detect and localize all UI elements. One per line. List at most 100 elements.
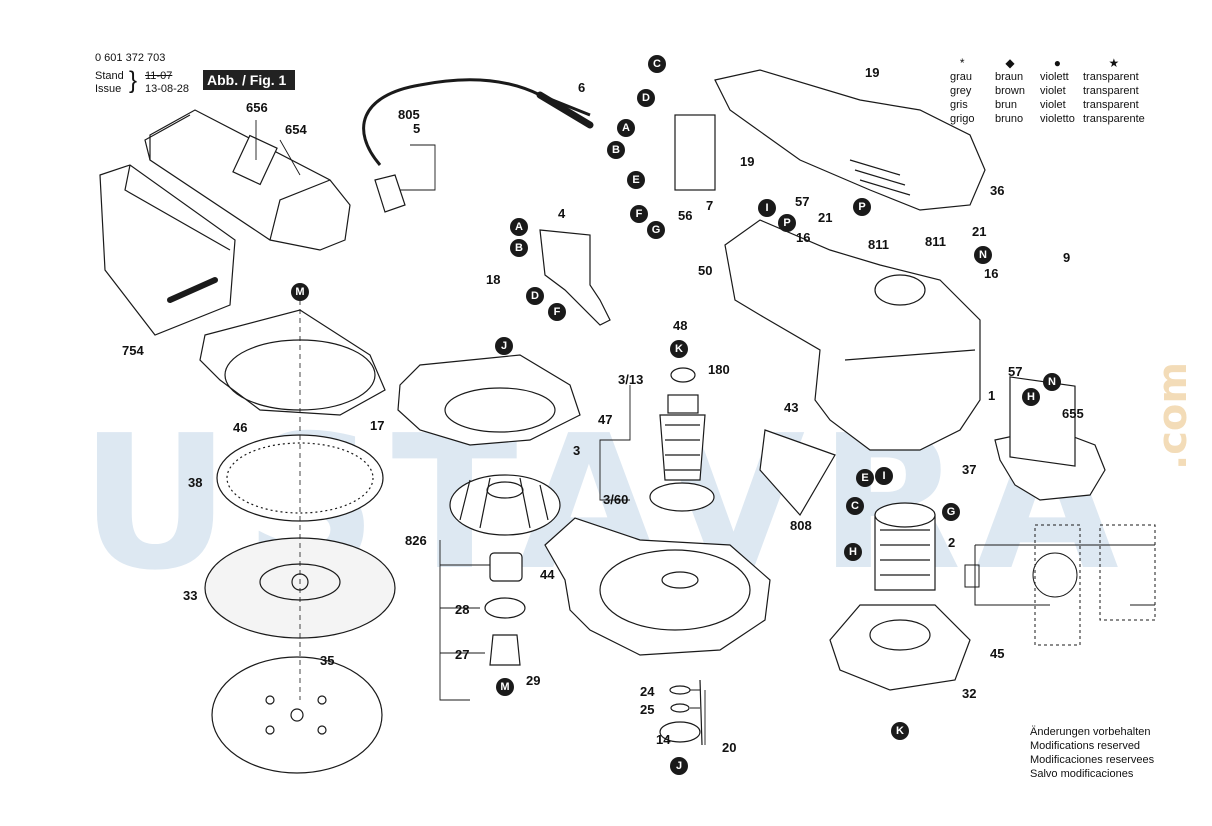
armature-3 (649, 367, 715, 512)
legend-brown: ◆ braun brown brun bruno (995, 56, 1025, 126)
part-label-16: 16 (984, 266, 999, 281)
connector-badge-j: J (495, 337, 513, 355)
legend-text: transparent (1083, 71, 1139, 83)
connector-badge-m: M (496, 678, 514, 696)
part-label-3-13: 3/13 (618, 372, 644, 387)
switch-4 (539, 229, 611, 326)
part-label-27: 27 (455, 647, 470, 662)
part-label-35: 35 (320, 653, 335, 668)
part-label-826: 826 (405, 533, 427, 548)
legend-symbol: * (959, 56, 965, 70)
dust-box-654 (144, 109, 351, 251)
part-label-47: 47 (598, 412, 613, 427)
connector-badge-c: C (846, 497, 864, 515)
legend-text: violetto (1040, 113, 1075, 125)
note-line: Salvo modificaciones (1030, 768, 1134, 780)
part-label-3-60: 3/60 (603, 492, 629, 507)
part-label-43: 43 (784, 400, 799, 415)
connector-badge-a: A (510, 218, 528, 236)
part-label-56: 56 (678, 208, 693, 223)
legend-text: transparent (1083, 99, 1139, 111)
dust-cover-46 (199, 309, 386, 416)
part-label-6: 6 (578, 80, 586, 95)
fan-826 (449, 474, 561, 536)
part-label-14: 14 (656, 732, 671, 747)
part-label-811: 811 (925, 234, 946, 249)
part-label-7: 7 (706, 198, 714, 213)
legend-symbol: ★ (1108, 56, 1120, 70)
part-label-28: 28 (455, 602, 470, 617)
legend-symbol: ◆ (1005, 56, 1015, 70)
legend-grey: * grau grey gris grigo (950, 56, 974, 126)
connector-badge-g: G (647, 221, 665, 239)
part-label-805: 805 (398, 107, 420, 122)
part-label-754: 754 (122, 343, 144, 358)
power-cable-805 (362, 78, 594, 213)
connector-badge-n: N (974, 246, 992, 264)
legend-text: brown (995, 85, 1025, 97)
legend-text: braun (995, 71, 1024, 83)
stand-value: 11-07 (145, 70, 173, 82)
part-label-57: 57 (1008, 364, 1023, 379)
part-label-48: 48 (673, 318, 688, 333)
base-plate-45 (829, 604, 971, 691)
fan-cover-44 (544, 517, 771, 656)
bearing-28-27 (484, 552, 526, 666)
top-cover-36 (714, 69, 986, 211)
connector-badge-m: M (291, 283, 309, 301)
sheet-9 (1009, 376, 1076, 467)
connector-badge-d: D (637, 89, 655, 107)
circuit-diagram (964, 524, 1156, 646)
motor-housing-1 (724, 219, 981, 451)
note-line: Modificaciones reservees (1030, 754, 1155, 766)
connector-badge-e: E (856, 469, 874, 487)
part-label-33: 33 (183, 588, 198, 603)
connector-badge-k: K (891, 722, 909, 740)
part-label-21: 21 (818, 210, 833, 225)
connector-badge-h: H (844, 543, 862, 561)
part-label-656: 656 (246, 100, 268, 115)
connector-badge-i: I (875, 467, 893, 485)
legend-text: brun (995, 99, 1018, 111)
carton-box-754 (99, 164, 236, 336)
part-label-16: 16 (796, 230, 811, 245)
legend-text: grey (950, 85, 972, 97)
connector-badge-k: K (670, 340, 688, 358)
connector-badge-f: F (630, 205, 648, 223)
legend-text: grau (950, 71, 973, 83)
part-label-180: 180 (708, 362, 730, 377)
part-label-4: 4 (558, 206, 566, 221)
part-label-29: 29 (526, 673, 541, 688)
legend-text: bruno (995, 113, 1024, 125)
legend-text: violett (1040, 71, 1069, 83)
legend-text: grigo (950, 113, 975, 125)
part-label-37: 37 (962, 462, 977, 477)
part-label-36: 36 (990, 183, 1005, 198)
connector-badge-b: B (510, 239, 528, 257)
legend-violet: ● violett violet violet violetto (1040, 56, 1075, 126)
part-label-18: 18 (486, 272, 501, 287)
connector-badge-i: I (758, 199, 776, 217)
connector-badge-e: E (627, 171, 645, 189)
part-label-32: 32 (962, 686, 977, 701)
stator-2 (874, 502, 936, 591)
connector-badge-h: H (1022, 388, 1040, 406)
part-label-44: 44 (540, 567, 555, 582)
connector-badge-c: C (648, 55, 666, 73)
connector-badge-g: G (942, 503, 960, 521)
connector-badge-j: J (670, 757, 688, 775)
brace: } (129, 67, 138, 94)
part-label-654: 654 (285, 122, 307, 137)
connector-badge-f: F (548, 303, 566, 321)
connector-badge-p: P (778, 214, 796, 232)
legend-text: violet (1040, 85, 1066, 97)
part-label-20: 20 (722, 740, 737, 755)
part-label-19: 19 (740, 154, 755, 169)
capacitor-56 (674, 114, 716, 191)
part-label-25: 25 (640, 702, 655, 717)
note-line: Modifications reserved (1030, 740, 1141, 752)
part-label-2: 2 (948, 535, 956, 550)
sheet-808 (759, 429, 836, 517)
legend-text: violet (1040, 99, 1066, 111)
